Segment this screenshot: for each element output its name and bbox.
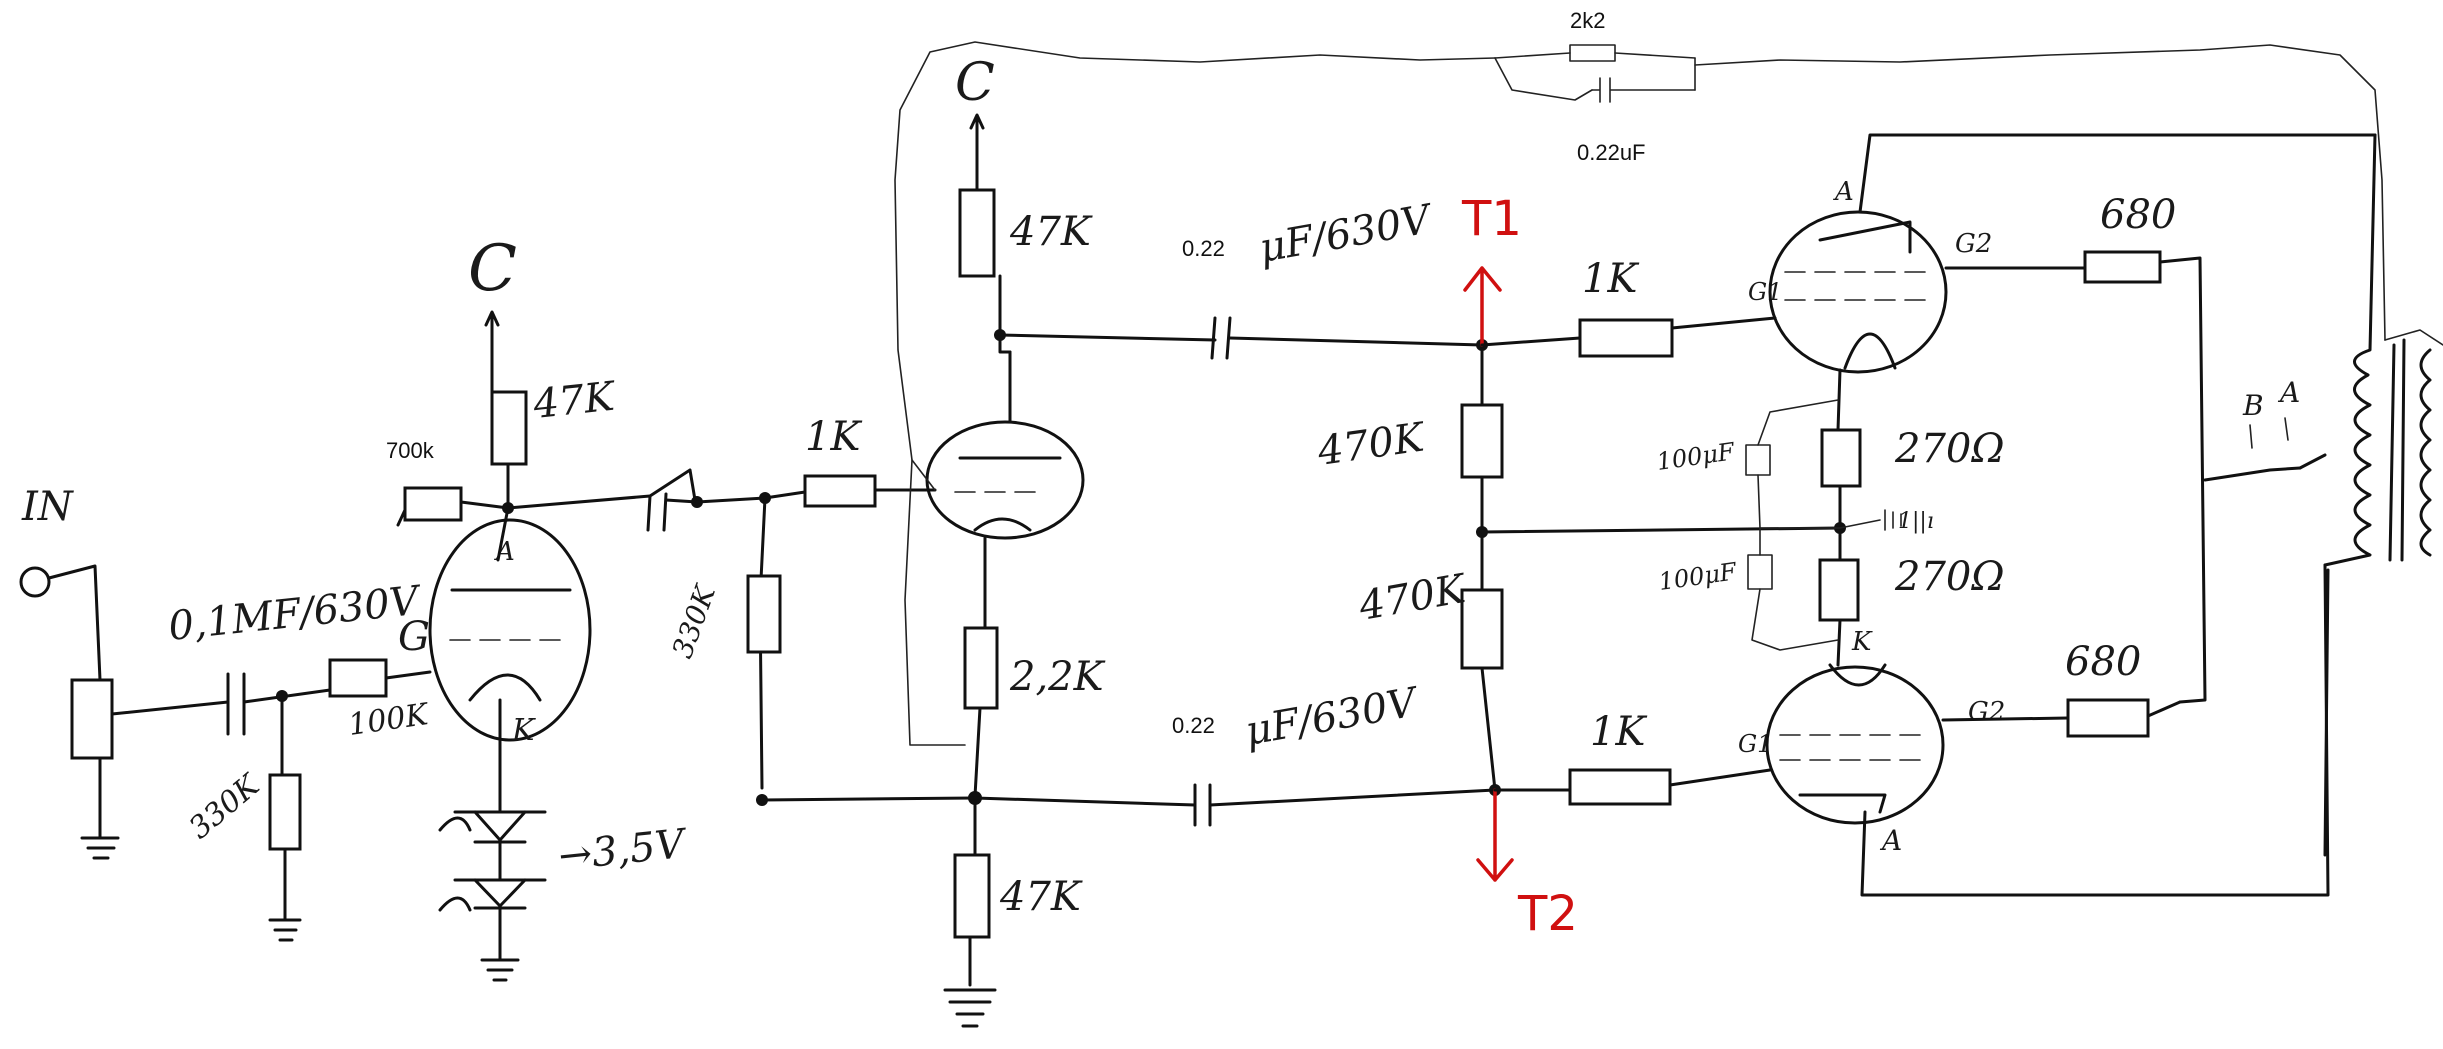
label-r-680-bottom: 680	[2065, 639, 2141, 685]
resistor-1k-inter	[803, 474, 877, 508]
label-r-700k: 700k	[386, 438, 435, 463]
label-r-grid-100k: 100K	[346, 697, 431, 743]
resistor-47k-tail	[953, 853, 991, 939]
v2-grid-network: 1K	[763, 414, 937, 508]
label-cathode-out: K	[1851, 627, 1873, 657]
cathode-network: 270Ω 270Ω K 1||ı 100μF 100μF	[1655, 368, 2005, 667]
resistor-1k-bottom	[1568, 768, 1672, 806]
label-r-1k-top: 1K	[1582, 256, 1639, 302]
resistor-680-bottom	[2066, 698, 2150, 738]
label-anode-top: A	[1833, 177, 1854, 207]
resistor-2k2-feedback	[1569, 44, 1616, 62]
label-r-1k-inter: 1K	[805, 414, 862, 460]
tube-v1: A K →3,5V	[428, 518, 690, 982]
label-in: IN	[21, 484, 75, 530]
resistor-330k-mid	[746, 574, 782, 654]
resistor-47k-v2	[958, 188, 996, 278]
label-cap-input: 0,1MF/630V	[166, 578, 425, 650]
resistor-470k-top	[1460, 403, 1504, 479]
label-r-cathode-2k2: 2,2K	[1009, 654, 1106, 700]
label-t1: T1	[1461, 191, 1522, 247]
resistor-470k-bottom	[1460, 588, 1504, 670]
label-cap-100uf-2: 100μF	[1657, 557, 1740, 596]
v1-plate-network: C 47K 700k 330K	[386, 232, 782, 806]
feedback-loop: 2k2 0.22uF	[894, 8, 2443, 746]
resistor-100k-grid	[328, 658, 388, 698]
cap-100uf-top	[1745, 444, 1771, 476]
tube-v2	[925, 350, 1085, 630]
label-g: G	[398, 614, 430, 660]
resistor-1k-top	[1578, 318, 1674, 358]
label-r-270-1: 270Ω	[1894, 426, 2005, 472]
input-terminal	[19, 566, 51, 598]
v2-plate-network: C 47K 0.22 μF/630V 2,2K 47K 0.22 μF/630V	[760, 53, 1501, 1028]
input-stage: IN 0,1MF/630V 330K 100K G	[19, 484, 432, 942]
label-ground-mark: 1||ı	[1898, 509, 1934, 534]
resistor-680-top	[2083, 250, 2162, 284]
output-transformer: B A	[2203, 133, 2432, 857]
label-cap-100uf-1: 100μF	[1655, 437, 1738, 476]
output-tube-top: 1K G1 A G2 680	[1480, 133, 2377, 704]
label-r-330k-grid: 330K	[183, 767, 268, 846]
resistor-270-bottom	[1818, 558, 1860, 622]
label-g2-top: G2	[1955, 229, 1992, 259]
label-transformer-b: B	[2242, 389, 2264, 422]
label-r-plate-v1: 47K	[530, 374, 618, 429]
label-diode-voltage: →3,5V	[556, 821, 690, 880]
label-r-470k-top: 470K	[1314, 414, 1429, 475]
label-cathode-v1: K	[511, 713, 536, 748]
label-c-supply-1: C	[468, 232, 517, 306]
label-r-470k-bottom: 470K	[1355, 566, 1471, 630]
label-r-tail-47k: 47K	[999, 874, 1083, 920]
label-anode-v1: A	[494, 537, 515, 567]
label-g1-top: G1	[1748, 278, 1782, 306]
resistor-2k2-cathode	[963, 626, 999, 710]
label-anode-bottom: A	[1879, 824, 1902, 857]
resistor-700k	[403, 486, 463, 522]
label-r-plate-v2: 47K	[1009, 209, 1093, 255]
label-r-330k-mid: 330K	[666, 579, 723, 662]
label-r-680-top: 680	[2100, 192, 2176, 238]
label-c-feedback-top: 0.22uF	[1577, 140, 1646, 165]
label-cap-bottom-value: 0.22	[1172, 713, 1215, 738]
label-transformer-a: A	[2277, 376, 2300, 409]
label-t2: T2	[1517, 886, 1578, 942]
test-points: T1 T2	[1461, 191, 1578, 942]
cap-100uf-bottom	[1747, 554, 1773, 590]
label-r-1k-bottom: 1K	[1590, 709, 1647, 755]
label-g2-bottom: G2	[1968, 697, 2005, 727]
resistor-330k-grid	[268, 773, 302, 851]
label-r-feedback-top: 2k2	[1570, 8, 1605, 33]
label-r-270-2: 270Ω	[1894, 554, 2005, 600]
label-cap-top-value: 0.22	[1182, 236, 1225, 261]
label-cap-bottom-rating: μF/630V	[1242, 679, 1424, 755]
label-c-supply-2: C	[955, 53, 995, 113]
resistor-47k-v1	[490, 390, 528, 466]
label-cap-top-rating: μF/630V	[1256, 196, 1438, 272]
resistor-270-top	[1820, 428, 1862, 488]
input-potentiometer	[70, 678, 114, 760]
